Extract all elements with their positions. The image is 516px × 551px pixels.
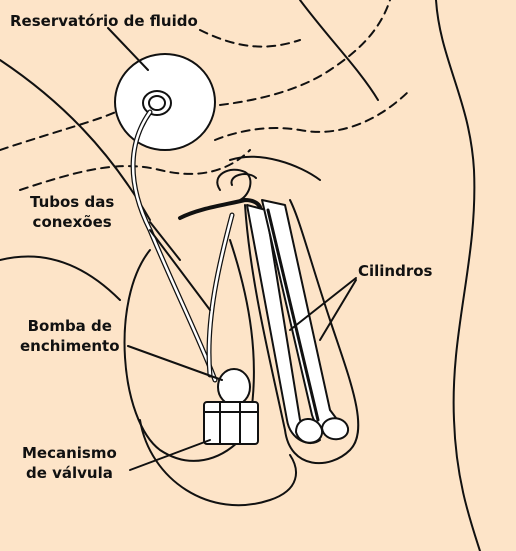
pointer-cylinders-2 xyxy=(319,279,357,341)
label-pump-line1: Bomba de xyxy=(27,317,112,335)
cylinder-shadow xyxy=(266,208,320,422)
tube-to-pump xyxy=(206,212,235,378)
dashed-line-1 xyxy=(0,109,121,151)
tube-connector xyxy=(178,198,263,220)
valve-block xyxy=(203,401,259,445)
pointer-reservoir xyxy=(107,27,149,71)
body-outline-top xyxy=(299,0,379,101)
valve-detail xyxy=(203,401,259,445)
pointer-cylinders-1 xyxy=(289,277,357,331)
cylinder-tip-right xyxy=(321,417,350,441)
pointer-valve xyxy=(129,439,211,471)
connector-loop-2 xyxy=(230,173,257,186)
label-valve-line1: Mecanismo xyxy=(22,444,117,462)
label-cylinders: Cilindros xyxy=(358,262,433,280)
tube-reservoir-inner xyxy=(131,110,217,382)
reservoir-port-inner xyxy=(148,95,166,111)
pointer-pump xyxy=(127,345,223,381)
dashed-line-5 xyxy=(199,29,301,48)
dashed-line-2 xyxy=(19,149,251,191)
groin-line xyxy=(229,155,321,181)
label-pump-line2: enchimento xyxy=(20,337,120,355)
dashed-line-3 xyxy=(214,89,411,141)
dashed-line-4 xyxy=(219,0,391,106)
label-tubes: Tubos das conexões xyxy=(30,192,114,232)
body-outline-right xyxy=(435,0,481,551)
inner-line xyxy=(229,239,255,421)
pointer-tubes-2 xyxy=(149,229,211,311)
thigh-outline-lower xyxy=(0,255,121,301)
pointer-tubes-1 xyxy=(149,221,181,261)
tube-to-pump-inner xyxy=(207,213,234,377)
label-reservoir: Reservatório de fluido xyxy=(10,12,198,30)
label-pump: Bomba de enchimento xyxy=(20,316,120,356)
penis-outline xyxy=(244,199,360,464)
label-tubes-line1: Tubos das xyxy=(30,193,115,211)
cylinder-tip-left xyxy=(295,418,324,444)
connector-loop xyxy=(216,168,252,201)
scrotum-outline xyxy=(123,249,241,462)
label-valve-line2: de válvula xyxy=(25,464,113,482)
label-valve: Mecanismo de válvula xyxy=(22,443,117,483)
pump-bulb xyxy=(217,368,251,406)
reservoir-port xyxy=(142,90,172,116)
label-tubes-line2: conexões xyxy=(32,213,112,231)
tube-reservoir xyxy=(130,109,218,383)
